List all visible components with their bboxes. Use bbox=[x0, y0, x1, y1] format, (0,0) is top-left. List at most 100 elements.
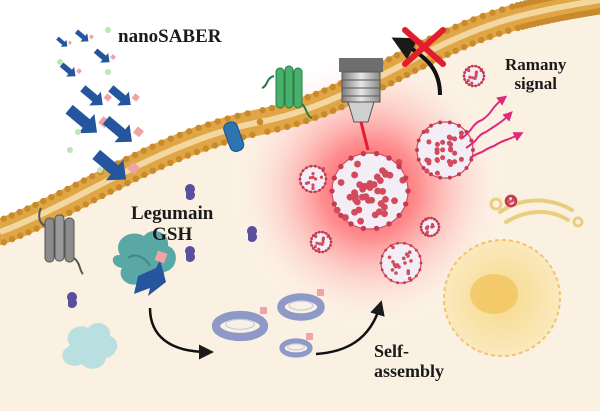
lipid-head bbox=[56, 189, 63, 197]
green-transporter-icon bbox=[261, 65, 313, 119]
self-assembly-label: Self- assembly bbox=[374, 341, 444, 381]
lipid-head bbox=[304, 93, 311, 101]
nanosaber-probe bbox=[65, 104, 110, 134]
nanosaber-probe bbox=[93, 48, 116, 63]
lipid-head bbox=[48, 193, 55, 201]
probe-dot bbox=[97, 167, 103, 173]
gsh-molecules bbox=[66, 184, 258, 308]
lipid-head bbox=[141, 171, 148, 178]
nanoparticle bbox=[462, 64, 486, 88]
lipid-head bbox=[393, 52, 401, 59]
lipid-head bbox=[321, 111, 328, 118]
gsh-label: GSH bbox=[152, 224, 193, 246]
lipid-head bbox=[401, 47, 409, 55]
lipid-head bbox=[72, 181, 79, 189]
lipid-head bbox=[80, 177, 88, 184]
lipid-head bbox=[329, 83, 336, 91]
nucleus-icon bbox=[443, 239, 561, 357]
lipid-head bbox=[224, 115, 231, 122]
probe-dot bbox=[105, 69, 111, 75]
lipid-head bbox=[259, 107, 266, 114]
lipid-head bbox=[211, 142, 219, 149]
lipid-head bbox=[256, 118, 264, 126]
lipid-head bbox=[158, 163, 165, 170]
lipid-head bbox=[395, 75, 403, 83]
lipid-head bbox=[244, 110, 251, 117]
lipid-head bbox=[249, 131, 256, 139]
legumain-label: Legumain bbox=[131, 203, 214, 224]
lipid-head bbox=[498, 6, 506, 13]
nanoparticle bbox=[298, 164, 328, 194]
lipid-head bbox=[505, 27, 512, 34]
lipid-head bbox=[132, 175, 140, 183]
nanoparticle bbox=[415, 120, 475, 180]
nanoparticle bbox=[329, 150, 411, 232]
lipid-head bbox=[90, 196, 98, 204]
lipid-head bbox=[379, 84, 387, 91]
lipid-head bbox=[32, 201, 39, 209]
lipid-head bbox=[329, 107, 337, 114]
lipid-head bbox=[0, 215, 8, 222]
nanosaber-probe bbox=[56, 36, 72, 47]
forbidden-cross-icon bbox=[391, 27, 446, 96]
lipid-head bbox=[214, 118, 222, 125]
lipid-head bbox=[411, 67, 419, 74]
lipid-head bbox=[204, 121, 212, 128]
lipid-head bbox=[33, 225, 40, 232]
probe-dot bbox=[67, 147, 73, 153]
lipid-head bbox=[548, 0, 554, 1]
nanosaber-label: nanoSABER bbox=[118, 26, 222, 47]
legumain-gsh-label: Legumain GSH bbox=[131, 203, 213, 246]
lipid-head bbox=[82, 201, 89, 208]
lipid-head bbox=[16, 208, 23, 216]
lipid-head bbox=[176, 131, 184, 139]
blue-channel-icon bbox=[223, 121, 245, 153]
lipid-head bbox=[24, 205, 31, 212]
lipid-head bbox=[202, 145, 210, 152]
nanoparticle bbox=[379, 241, 423, 285]
flow-arrow-2 bbox=[315, 300, 385, 356]
legumain-enzyme-icon-2 bbox=[62, 322, 118, 369]
lipid-head bbox=[469, 40, 476, 47]
golgi-icon bbox=[489, 197, 584, 228]
lipid-head bbox=[544, 0, 551, 2]
lipid-head bbox=[185, 128, 193, 135]
lipid-head bbox=[40, 197, 47, 205]
lipid-head bbox=[99, 192, 106, 200]
lipid-head bbox=[268, 104, 276, 112]
lipid-head bbox=[338, 103, 345, 111]
lipid-head bbox=[89, 173, 96, 180]
lipid-head bbox=[479, 12, 487, 20]
lipid-head bbox=[293, 120, 301, 128]
lipid-head bbox=[452, 47, 459, 54]
lipid-head bbox=[284, 123, 291, 130]
self-assembly-line1: Self- bbox=[374, 341, 409, 361]
lipid-head bbox=[264, 128, 271, 135]
lipid-head bbox=[234, 112, 241, 120]
lipid-head bbox=[489, 9, 496, 16]
probe-dot bbox=[57, 59, 63, 65]
lipid-head bbox=[66, 209, 73, 216]
self-assembly-line2: assembly bbox=[374, 361, 445, 382]
lipid-head bbox=[460, 43, 468, 51]
lipid-head bbox=[184, 152, 192, 159]
lipid-head bbox=[193, 148, 201, 156]
lipid-head bbox=[140, 147, 147, 154]
lipid-head bbox=[461, 19, 468, 27]
nanoparticle bbox=[419, 216, 441, 238]
nanoparticle bbox=[504, 194, 518, 208]
probe-arrow-cleaved bbox=[134, 260, 166, 296]
lipid-head bbox=[312, 114, 319, 121]
lipid-head bbox=[8, 212, 15, 219]
probe-tag bbox=[154, 250, 168, 264]
lipid-head bbox=[115, 184, 123, 191]
lipid-head bbox=[74, 205, 81, 212]
lipid-head bbox=[403, 71, 411, 78]
assembly-ring bbox=[277, 289, 325, 321]
lipid-head bbox=[495, 30, 503, 37]
lipid-head bbox=[17, 232, 24, 239]
lipid-head bbox=[385, 56, 393, 63]
nanosaber-probe bbox=[108, 85, 140, 106]
assembly-ring bbox=[279, 333, 313, 358]
